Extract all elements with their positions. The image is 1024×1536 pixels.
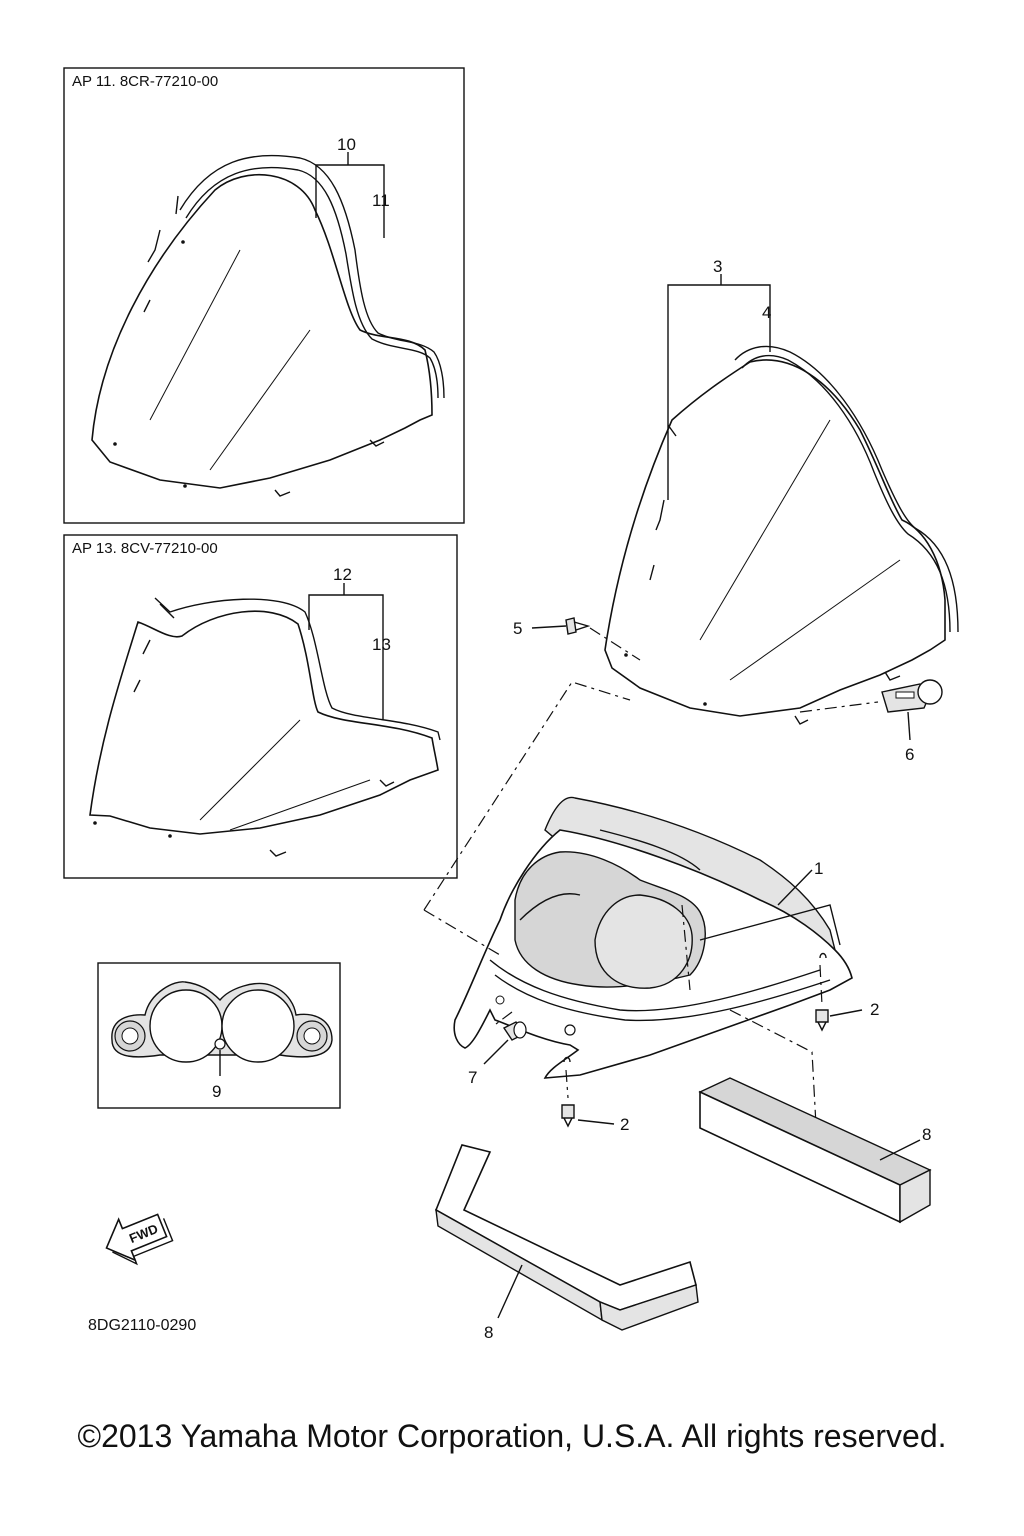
panel-ap11-frame (63, 67, 465, 524)
callout-1: 1 (814, 859, 823, 878)
callout-7: 6 (905, 745, 914, 764)
seal-strip-part-8: 8 8 (434, 1144, 699, 1342)
trim-strip-ap11 (179, 154, 445, 399)
callout-6: 7 (468, 1068, 477, 1087)
parts-diagram: AP 11. 8CR-77210-00 10 11 AP 13. 8CV-772… (63, 67, 959, 1342)
screw-part-2-bottom: 2 (561, 1104, 629, 1134)
clip-part-7: 6 (881, 679, 943, 764)
copyright-notice: ©2013 Yamaha Motor Corporation, U.S.A. A… (77, 1418, 947, 1454)
callout-4: 4 (762, 303, 771, 322)
main-windshield: 3 4 (604, 257, 959, 725)
panel-gauge-frame (97, 962, 341, 1109)
callout-10: 9 (212, 1082, 221, 1101)
screw-part-5: 5 (513, 617, 591, 638)
diagram-code: 8DG2110-0290 (88, 1317, 196, 1334)
windshield-ap11 (91, 173, 433, 489)
callout-13: 12 (333, 565, 352, 584)
callout-12: 11 (372, 191, 390, 210)
fwd-arrow-icon: FWD (105, 1213, 174, 1266)
callout-5: 5 (513, 619, 522, 638)
windshield-ap13 (89, 610, 439, 835)
screw-part-2-right: 2 (815, 1000, 879, 1032)
panel-ap13-frame (63, 534, 458, 879)
callout-14: 13 (372, 635, 391, 654)
callout-3: 3 (713, 257, 722, 276)
panel-gauge: 9 (97, 962, 341, 1109)
panel-ap13-title: AP 13. 8CV-77210-00 (72, 540, 218, 557)
panel-ap13: AP 13. 8CV-77210-00 12 13 (63, 534, 458, 879)
callout-11: 10 (337, 135, 356, 154)
cowl-panel-part-1: 1 (453, 796, 853, 1079)
callout-8-label: 8 (484, 1323, 493, 1342)
callout-2-bottom: 2 (620, 1115, 629, 1134)
panel-ap11: AP 11. 8CR-77210-00 10 11 (63, 67, 465, 524)
grommet-part-6: 7 (468, 1021, 527, 1087)
windshield-part-3 (604, 359, 946, 717)
callout-9: 8 (922, 1125, 931, 1144)
trim-strip-part-4 (734, 345, 959, 633)
callout-2-right: 2 (870, 1000, 879, 1019)
panel-ap11-title: AP 11. 8CR-77210-00 (72, 73, 218, 90)
foam-block-part-9: 8 (698, 1077, 932, 1224)
